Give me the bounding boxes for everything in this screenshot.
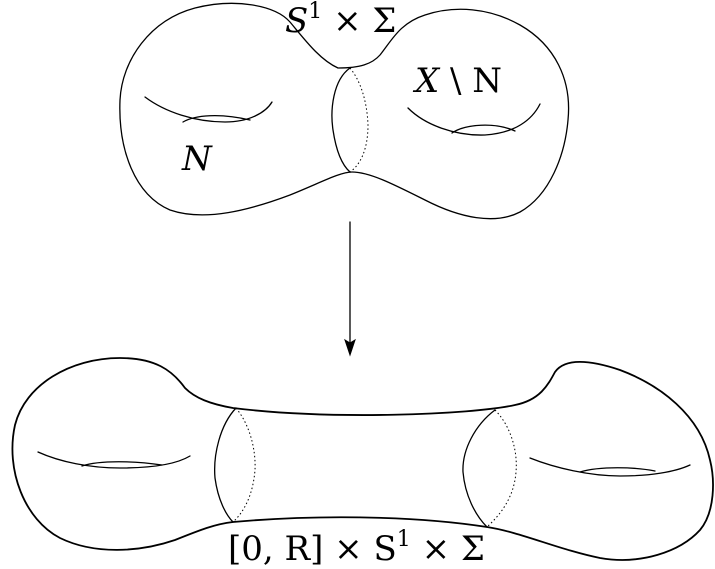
arrow-head: [344, 338, 356, 357]
top-surface-outline: [119, 2, 570, 220]
top-surface: [119, 2, 570, 220]
top-left-handle: [144, 96, 273, 123]
top-neck-label: S1 × Σ: [285, 0, 396, 41]
right-region-label: X \ N: [412, 61, 502, 101]
bottom-surface: [11, 357, 714, 561]
top-right-handle: [407, 103, 541, 136]
bottom-right-neck-back: [486, 409, 517, 528]
bottom-left-neck-front: [214, 407, 237, 523]
top-neck-back: [349, 67, 369, 173]
bottom-neck-label: [0, R] × S1 × Σ: [228, 527, 485, 569]
top-neck-front: [331, 67, 351, 173]
down-arrow: [344, 221, 356, 357]
bottom-left-neck-back: [232, 407, 256, 523]
bottom-left-handle: [37, 451, 191, 469]
bottom-right-neck-front: [462, 409, 496, 528]
bottom-right-handle: [529, 457, 691, 477]
left-region-label: N: [181, 139, 213, 179]
